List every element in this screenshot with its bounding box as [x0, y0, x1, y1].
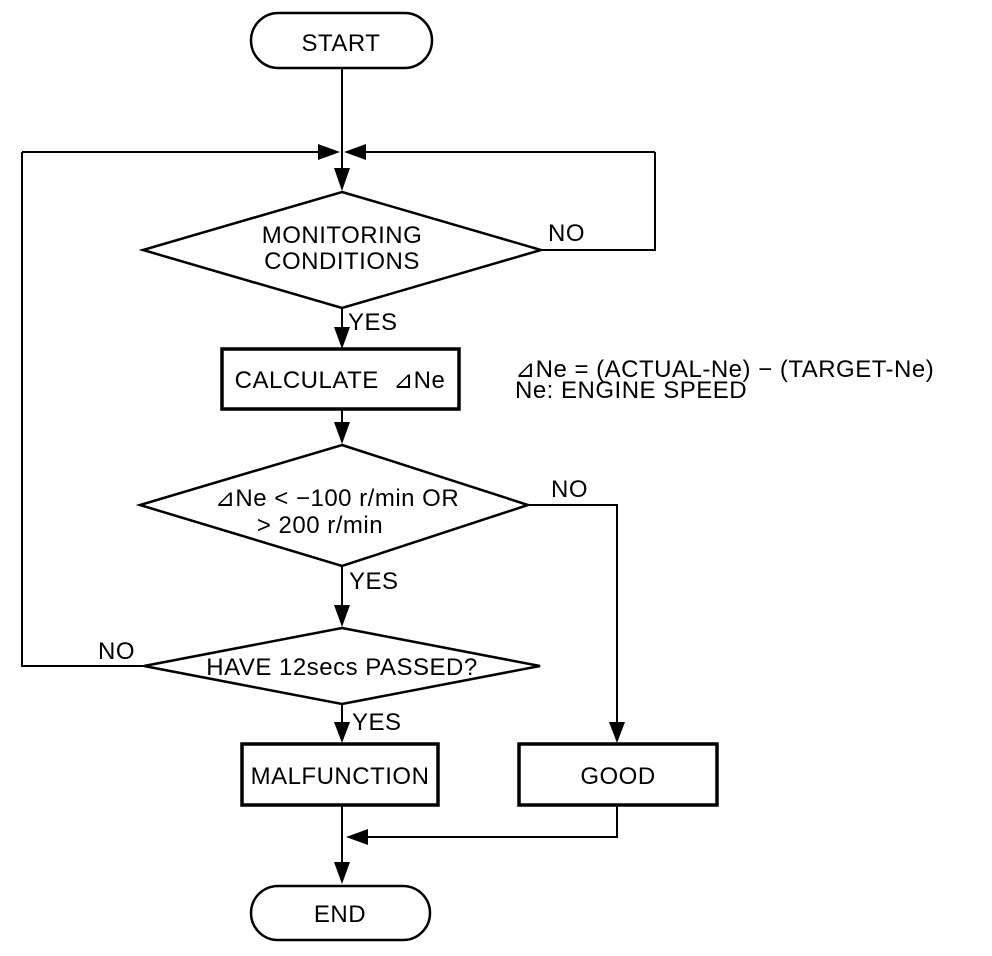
- arrow-left-junction-icon: [344, 144, 366, 160]
- calculate-dne-process: [220, 347, 461, 411]
- dne-yes-label: YES: [349, 568, 399, 595]
- dne-threshold-line2: > 200 r/min: [257, 512, 383, 539]
- dne-threshold-line1: ⊿Ne < −100 r/min OR: [215, 485, 459, 512]
- monitoring-conditions-line1: MONITORING: [262, 222, 423, 249]
- edge-twelve-no-loop: [21, 152, 144, 667]
- edge-monitoring-no-riser: [541, 152, 656, 251]
- monitoring-conditions-line2: CONDITIONS: [264, 248, 420, 275]
- end-node: [249, 884, 432, 942]
- arrow-down-into-good-icon: [609, 722, 625, 743]
- flowchart-edges: [21, 68, 656, 862]
- dne-no-label: NO: [551, 476, 588, 503]
- end-label: END: [314, 901, 366, 928]
- malfunction-label: MALFUNCTION: [251, 763, 430, 790]
- monitoring-conditions-decision: [138, 190, 546, 310]
- dne-annotation-line2: Ne: ENGINE SPEED: [515, 377, 747, 404]
- monitoring-no-label: NO: [548, 220, 585, 247]
- dne-threshold-decision: [135, 443, 533, 568]
- edge-good-to-merge: [368, 805, 618, 838]
- good-label: GOOD: [580, 763, 655, 790]
- twelve-yes-label: YES: [352, 709, 402, 736]
- good-process: [517, 742, 719, 807]
- arrow-down-into-malfunction-icon: [334, 722, 350, 743]
- start-label: START: [302, 30, 381, 57]
- arrow-down-into-calculate-icon: [334, 327, 350, 349]
- dne-annotation: ⊿Ne = (ACTUAL-Ne) − (TARGET-Ne) Ne: ENGI…: [515, 356, 934, 404]
- dne-annotation-line1: ⊿Ne = (ACTUAL-Ne) − (TARGET-Ne): [515, 356, 934, 383]
- arrow-down-into-twelve-icon: [334, 605, 350, 627]
- flowchart-arrowheads: [318, 144, 625, 884]
- twelve-no-label: NO: [98, 638, 135, 665]
- edge-threshold-no-to-good: [528, 504, 618, 724]
- arrow-down-into-end-icon: [334, 862, 350, 884]
- arrow-down-into-threshold-icon: [334, 422, 350, 444]
- malfunction-process: [240, 742, 440, 807]
- arrow-down-into-monitoring-icon: [334, 168, 350, 191]
- monitoring-yes-label: YES: [348, 309, 398, 336]
- arrow-left-into-merge-icon: [346, 829, 368, 845]
- twelve-secs-decision: [143, 626, 541, 706]
- flowchart-edge-labels: NO YES NO YES NO YES: [98, 220, 588, 736]
- arrow-right-junction-icon: [318, 144, 340, 160]
- start-node: [249, 11, 434, 70]
- twelve-secs-label: HAVE 12secs PASSED?: [206, 654, 477, 681]
- calculate-dne-label: CALCULATE ⊿Ne: [235, 367, 446, 394]
- flowchart-nodes: START MONITORING CONDITIONS CALCULATE ⊿N…: [135, 11, 719, 942]
